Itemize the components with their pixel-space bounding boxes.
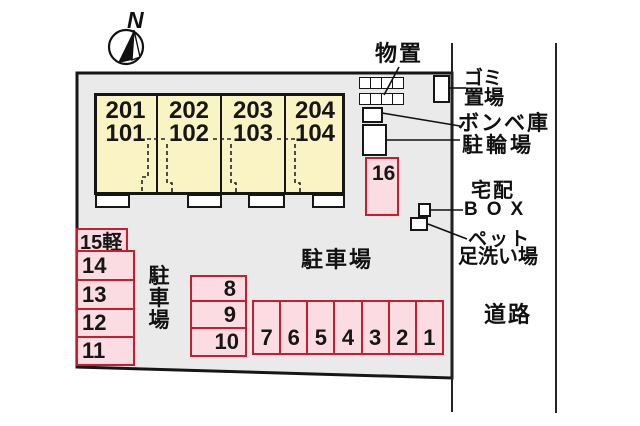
pointer-pet <box>427 223 468 240</box>
parking-lot-label-main: 駐車場 <box>301 247 374 272</box>
parking-space-11: 11 <box>76 336 135 366</box>
unit-201-101: 201 101 <box>94 97 157 147</box>
compass-circle <box>107 28 145 66</box>
parking-space-2: 2 <box>387 300 417 355</box>
pointer-gas-cylinder <box>381 112 461 127</box>
pet-foot-wash-box <box>410 217 428 231</box>
entrance-porch <box>95 194 130 208</box>
garbage-label: ゴミ 置場 <box>464 69 504 108</box>
garbage-label-line2: 置場 <box>464 87 504 109</box>
parking-lot-label-vertical: 駐 車 場 <box>147 266 171 332</box>
parking-space-number: 13 <box>82 281 107 307</box>
parking-space-number: 11 <box>82 338 106 363</box>
parking-space-number: 12 <box>82 310 107 335</box>
parking-space-7: 7 <box>252 300 282 355</box>
parking-vertical-char: 場 <box>148 309 170 332</box>
delivery-box <box>418 203 431 217</box>
storage-label: 物置 <box>375 41 424 66</box>
compass <box>107 28 145 66</box>
parking-row-bottom: 7 6 5 4 3 2 1 <box>252 300 444 355</box>
unit-202-102: 202 102 <box>157 97 221 147</box>
parking-space-15: 15軽 <box>76 228 128 254</box>
parking-space-10: 10 <box>190 327 247 357</box>
north-label: N <box>127 7 144 33</box>
bicycle-parking-box <box>362 124 387 156</box>
unit-lower-number: 101 <box>105 120 146 147</box>
entrance-porch <box>187 194 222 208</box>
parking-space-16: 16 <box>365 157 399 216</box>
parking-space-number: 10 <box>214 329 239 354</box>
unit-204-104: 204 104 <box>285 97 345 147</box>
parking-space-number: 9 <box>223 301 236 327</box>
storage-shed-row <box>359 93 404 105</box>
parking-vertical-char: 車 <box>148 287 170 310</box>
parking-vertical-char: 駐 <box>148 265 170 288</box>
parking-space-number: 14 <box>82 252 107 278</box>
unit-upper-number: 203 <box>232 97 274 124</box>
parking-space-12: 12 <box>76 308 135 338</box>
unit-upper-number: 204 <box>294 97 336 124</box>
parking-space-14: 14 <box>76 250 135 281</box>
parking-space-3: 3 <box>360 300 390 355</box>
parking-space-9: 9 <box>190 300 247 329</box>
gas-cylinder-label: ボンベ庫 <box>458 112 550 135</box>
unit-lower-number: 102 <box>168 120 210 147</box>
delivery-label-line2: BOX <box>464 199 533 220</box>
delivery-label-line1: 宅配 <box>471 180 515 202</box>
parking-space-13: 13 <box>76 279 135 310</box>
parking-space-4: 4 <box>333 300 363 355</box>
compass-needle-dark <box>118 30 134 63</box>
unit-203-103: 203 103 <box>221 97 285 147</box>
parking-space-8: 8 <box>190 275 247 302</box>
gas-cylinder-box <box>362 107 383 123</box>
pet-label-line2: 足洗い場 <box>458 246 538 268</box>
unit-upper-number: 201 <box>105 97 146 124</box>
unit-upper-number: 202 <box>168 97 210 124</box>
storage-shed-row <box>359 77 404 89</box>
compass-needle-light <box>131 29 141 62</box>
parking-space-6: 6 <box>279 300 309 355</box>
unit-lower-number: 103 <box>232 120 274 147</box>
garbage-label-line1: ゴミ <box>464 68 503 89</box>
entrance-porch <box>248 194 285 208</box>
parking-space-5: 5 <box>306 300 336 355</box>
parking-space-1: 1 <box>414 300 444 355</box>
storage-shed-cell <box>392 93 404 105</box>
road-label: 道路 <box>484 302 533 327</box>
garbage-station-box <box>433 75 450 103</box>
parking-space-number: 16 <box>372 162 396 185</box>
unit-lower-number: 104 <box>294 120 336 147</box>
storage-shed-cell <box>392 77 404 89</box>
entrance-porch <box>312 194 345 208</box>
pet-label-line1: ペット <box>468 229 532 250</box>
parking-space-number: 8 <box>223 275 236 301</box>
bicycle-parking-label: 駐輪場 <box>462 134 534 157</box>
